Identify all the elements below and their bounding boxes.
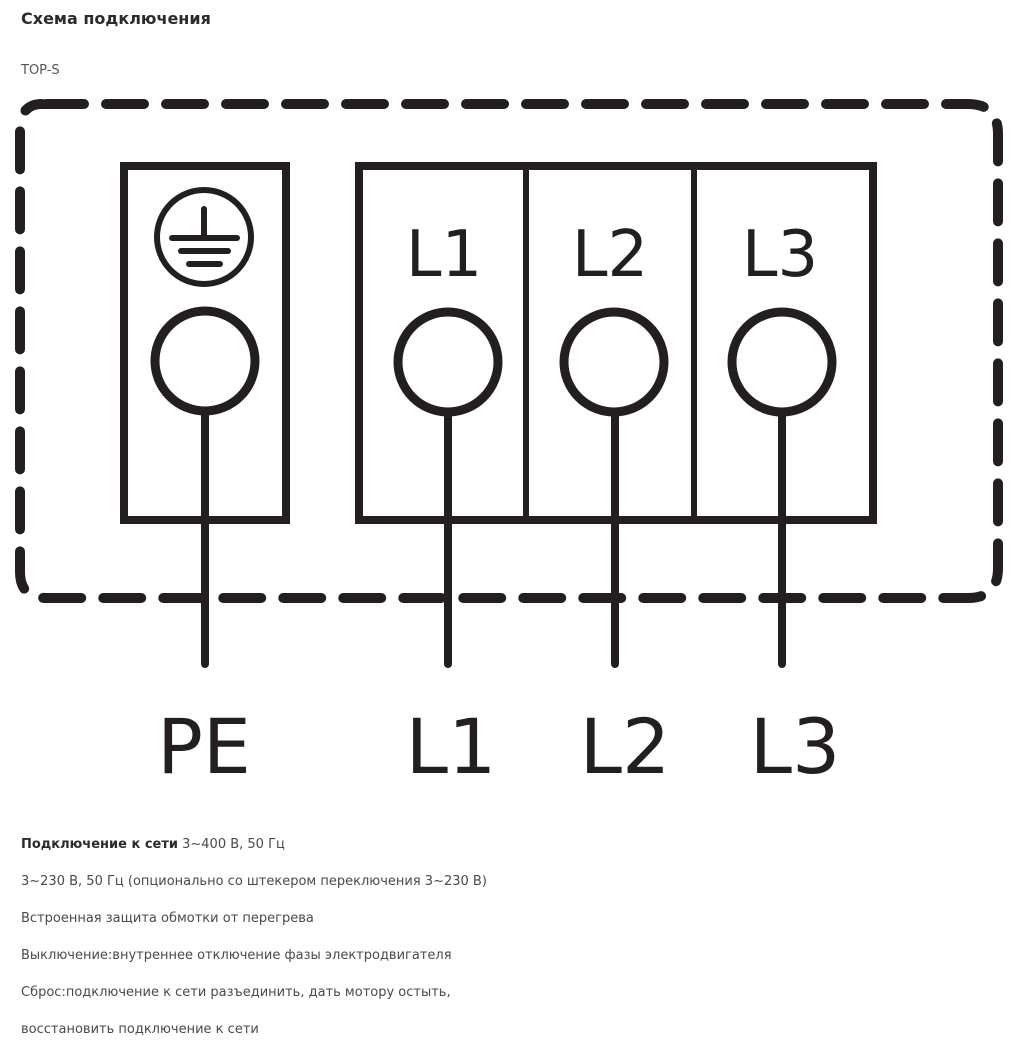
spec-mains-connection: Подключение к сети 3~400 В, 50 Гц — [21, 837, 285, 852]
l2-box-label: L2 — [572, 218, 648, 292]
spec-line: 3~230 В, 50 Гц (опционально со штекером … — [21, 874, 487, 889]
spec-line: Сброс:подключение к сети разъединить, да… — [21, 985, 451, 1000]
spec-line: восстановить подключение к сети — [21, 1022, 259, 1037]
spec-mains-label: Подключение к сети — [21, 837, 178, 852]
protective-earth-icon — [154, 187, 254, 287]
dashed-enclosure — [15, 99, 1003, 603]
pe-wire-label: PE — [157, 702, 251, 791]
wiring-diagram: L1 L2 L3 PE L1 L2 L3 — [15, 99, 1003, 791]
l2-wire-label: L2 — [580, 702, 671, 791]
l2-terminal-circle — [559, 307, 669, 417]
l3-terminal-circle — [727, 307, 837, 417]
l1-terminal-circle — [393, 307, 503, 417]
pe-terminal-circle — [150, 306, 260, 416]
spec-line: Выключение:внутреннее отключение фазы эл… — [21, 948, 452, 963]
l1-wire-label: L1 — [406, 702, 497, 791]
page-title: Схема подключения — [21, 9, 211, 28]
spec-mains-value: 3~400 В, 50 Гц — [177, 837, 285, 852]
l1-box-label: L1 — [406, 218, 482, 292]
l3-wire-label: L3 — [750, 702, 841, 791]
l3-box-label: L3 — [742, 218, 818, 292]
model-label: TOP-S — [21, 63, 60, 78]
spec-line: Встроенная защита обмотки от перегрева — [21, 911, 314, 926]
